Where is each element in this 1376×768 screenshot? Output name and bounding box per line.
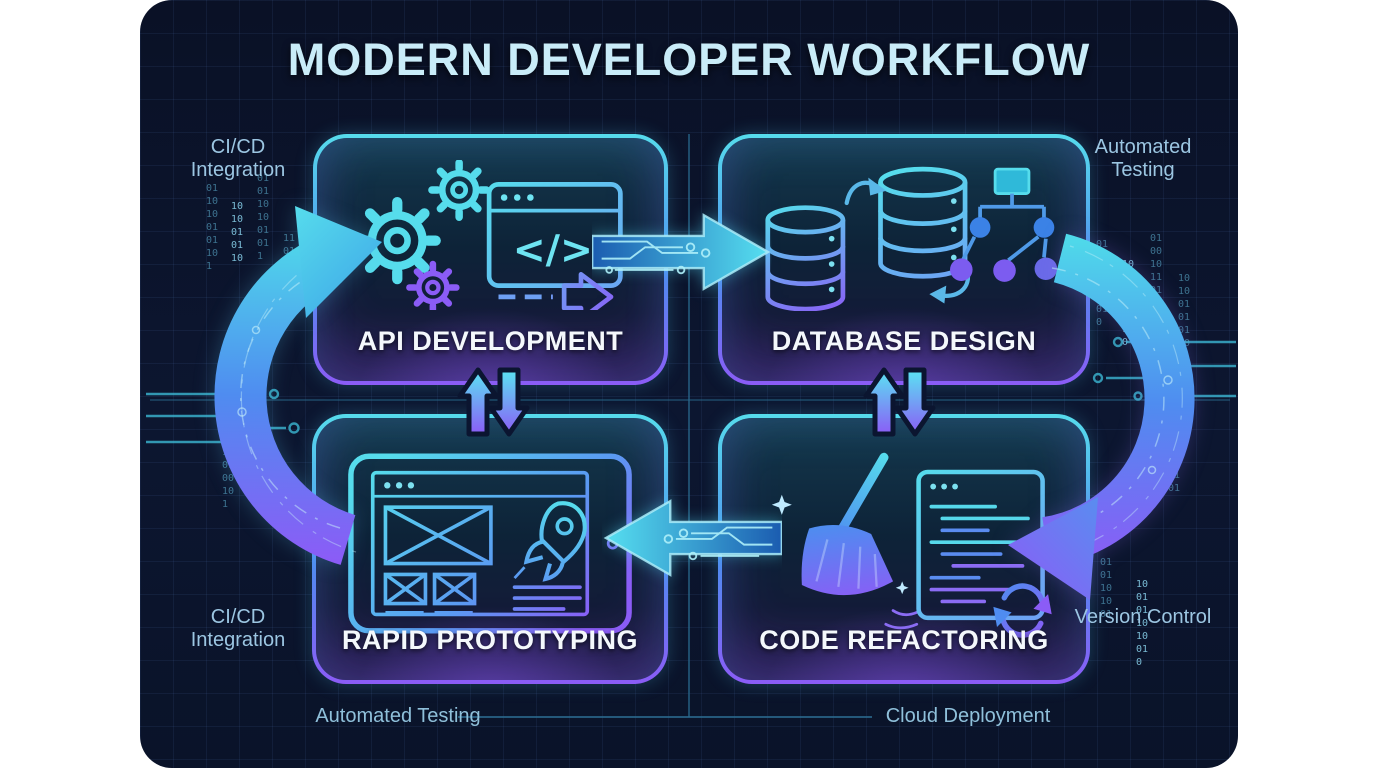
center-vertical-divider [688,134,690,717]
side-label-bottom-left: CI/CD Integration [190,606,286,651]
sync-arrow-icon [844,180,971,298]
database-schema-icon [765,166,1058,311]
binary-stream: 1010010110 [231,201,244,264]
arrow-icon [498,272,613,310]
binary-stream: 1101001010011 [283,233,296,322]
gear-icon [353,160,490,310]
binary-stream: 0110100101101 [206,183,219,272]
node-rapid-prototyping: RAPID PROTOTYPING [312,414,668,684]
binary-stream: 0101001011010 [1096,239,1109,328]
dust-marks [884,609,919,630]
circuit-trace-left-icon [146,388,300,447]
side-label-top-right: Automated Testing [1094,136,1192,181]
binary-stream: 0101101001011 [257,173,270,262]
code-window-icon [916,469,1045,621]
gears-code-icon: </> [353,160,623,310]
node-database-design: DATABASE DESIGN [718,134,1090,385]
footer-connector-line [458,716,872,718]
wireframe-blocks-icon [383,505,493,615]
code-symbol: </> [512,227,592,273]
arrowhead [993,606,1012,627]
arrowhead [929,285,947,304]
side-label-top-left: CI/CD Integration [190,136,286,181]
browser-window-icon: </> [486,182,623,288]
broom-refactor-icon [761,452,1052,638]
node-api-development: </> API DEVELOPMENT [313,134,668,385]
binary-stream: 0100101101001 [1150,233,1163,322]
node-label-code-refactoring: CODE REFACTORING [759,625,1049,655]
footer-label-cloud-deployment: Cloud Deployment [885,705,1051,727]
text-lines [512,585,582,611]
rocket-icon [513,501,587,582]
node-label-rapid-prototyping: RAPID PROTOTYPING [341,625,639,655]
binary-stream: 0110100101 [1168,431,1181,494]
node-label-api-development: API DEVELOPMENT [357,326,624,356]
wireframe-rocket-icon [348,453,632,634]
node-label-database-design: DATABASE DESIGN [771,326,1037,356]
diagram-title: MODERN DEVELOPER WORKFLOW [287,34,1091,85]
arrowhead [868,177,887,196]
footer-label-automated-testing: Automated Testing [315,705,481,727]
database-cylinder-icon [878,166,968,279]
node-code-refactoring: CODE REFACTORING [718,414,1090,684]
center-horizontal-divider [150,399,1230,401]
side-label-bottom-right: Version Control [1074,606,1212,628]
database-cylinder-icon [765,205,846,311]
broom-icon [801,452,894,596]
circuit-trace-right-icon [1092,336,1236,401]
binary-stream: 1001011010010 [1136,579,1149,668]
